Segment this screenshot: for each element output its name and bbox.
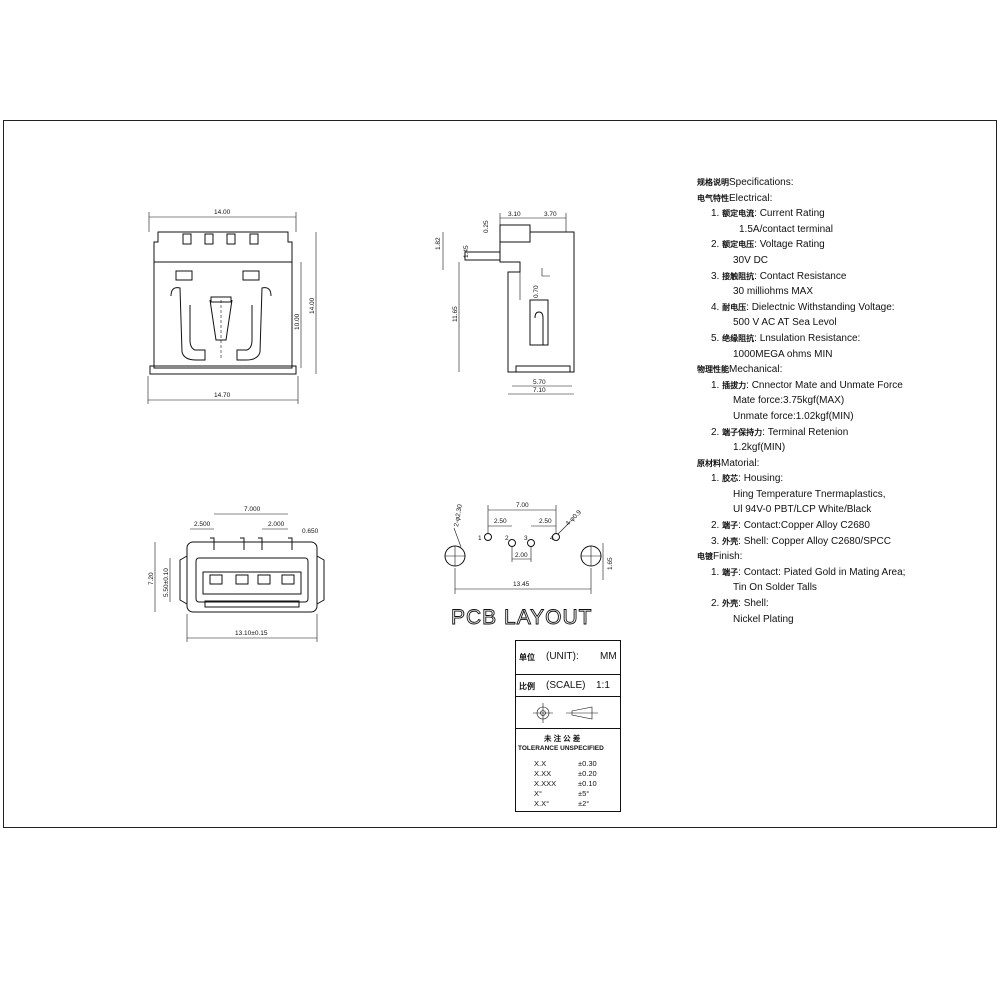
finish-item-1: 1. 端子: Contact: Piated Gold in Mating Ar… [711, 566, 906, 578]
tolerance-val-1: ±0.30 [578, 759, 597, 768]
electrical-item-1: 1. 额定电流: Current Rating [711, 208, 825, 220]
dim-pcb-big-hole: 2-φ2.30 [453, 503, 464, 527]
electrical-item-5-value: 1000MEGA ohms MIN [733, 348, 833, 360]
dim-pcb-700: 7.00 [516, 502, 529, 509]
dim-front-7000: 7.000 [244, 506, 261, 513]
electrical-item-2: 2. 额定电压: Voltage Rating [711, 239, 825, 251]
electrical-item-1-value: 1.5A/contact terminal [739, 223, 833, 235]
material-item-3: 3. 外壳: Shell: Copper Alloy C2680/SPCC [711, 535, 891, 547]
projection-symbol-icon [533, 703, 598, 723]
dim-front-2000: 2.000 [268, 521, 285, 528]
mechanical-item-1: 1. 插拔力: Cnnector Mate and Unmate Force [711, 379, 903, 391]
specs-heading: 规格说明Specifications: [697, 177, 794, 188]
electrical-item-2-value: 30V DC [733, 254, 769, 266]
mechanical-item-1-value-2: Unmate force:1.02kgf(MIN) [733, 410, 854, 422]
pcb-layout-view: 1 2 3 4 7.00 2.50 2.50 2.00 13.45 1.65 2… [444, 502, 614, 629]
dim-side-025: 0.25 [483, 220, 490, 233]
dim-side-145: 1.45 [463, 245, 470, 258]
tolerance-cn-title: 未 注 公 差 [544, 734, 581, 743]
tolerance-title: TOLERANCE UNSPECIFIED [518, 745, 604, 752]
tolerance-fmt-2: X.XX [534, 769, 552, 778]
finish-item-2-value: Nickel Plating [733, 613, 794, 625]
material-item-2: 2. 端子: Contact:Copper Alloy C2680 [711, 520, 870, 532]
material-item-1-value-1: Hing Temperature Tnermaplastics, [733, 488, 886, 500]
projection-row [516, 697, 620, 729]
mechanical-item-1-value-1: Mate force:3.75kgf(MAX) [733, 395, 845, 407]
tolerance-val-4: ±5° [578, 789, 590, 798]
mechanical-item-2: 2. 端子保持力: Terminal Retenion [711, 426, 849, 438]
dim-body-height-inner: 10.00 [294, 313, 301, 330]
dim-side-1165: 11.65 [452, 306, 459, 322]
tolerance-fmt-1: X.X [534, 759, 547, 768]
finish-item-1-value: Tin On Solder Talls [733, 582, 817, 594]
dim-side-070: 0.70 [533, 285, 540, 298]
specifications-panel: 规格说明Specifications: 电气特性Electrical: 1. 额… [697, 175, 987, 627]
electrical-item-5: 5. 绝缘阻抗: Lnsulation Resistance: [711, 332, 861, 344]
tolerance-fmt-4: X° [534, 789, 543, 798]
material-item-1-value-2: Ul 94V-0 PBT/LCP White/Black [733, 504, 872, 516]
dim-front-720: 7.20 [148, 572, 155, 585]
pcb-layout-title: PCB LAYOUT [451, 606, 592, 629]
dim-front-550: 5.50±0.10 [163, 568, 170, 597]
tolerance-val-2: ±0.20 [578, 769, 597, 778]
finish-heading: 电镀Finish: [697, 551, 743, 563]
pin-4-label: 4 [550, 535, 554, 542]
dim-pcb-165: 1.65 [607, 557, 614, 570]
dim-side-310: 3.10 [508, 211, 521, 218]
dim-top-width: 14.00 [214, 209, 231, 216]
dim-pcb-250b: 2.50 [539, 518, 552, 525]
dim-side-710: 7.10 [533, 387, 546, 394]
title-block: 单位 (UNIT): MM 比例 (SCALE) 1:1 未 注 公 差 TOL… [515, 640, 621, 812]
electrical-item-4-value: 500 V AC AT Sea Levol [733, 317, 837, 329]
top-view: 14.00 14.70 10.00 14.00 [147, 209, 317, 404]
dim-side-570: 5.70 [533, 379, 546, 386]
dim-front-0650: 0.650 [302, 528, 319, 535]
electrical-item-4: 4. 耐电压: Dielectnic Withstanding Voltage: [711, 301, 895, 313]
dim-pcb-small-hole: 4-φ0.9 [564, 509, 583, 528]
drawing-sheet-border [3, 120, 997, 828]
dim-side-182: 1.82 [435, 237, 442, 250]
tolerance-fmt-3: X.XXX [534, 779, 557, 788]
dim-front-2500: 2.500 [194, 521, 211, 528]
tolerance-fmt-5: X.X° [534, 799, 550, 808]
pin-2-label: 2 [505, 535, 509, 542]
electrical-item-3-value: 30 milliohms MAX [733, 286, 814, 298]
scale-row: 比例 (SCALE) 1:1 [516, 675, 620, 697]
tolerance-val-5: ±2° [578, 799, 590, 808]
dim-pcb-200: 2.00 [515, 552, 528, 559]
mechanical-item-2-value: 1.2kgf(MIN) [733, 442, 786, 454]
dim-body-height-outer: 14.00 [309, 297, 316, 314]
tolerance-val-3: ±0.10 [578, 779, 597, 788]
electrical-item-3: 3. 接触阻抗: Contact Resistance [711, 270, 847, 282]
side-view: 3.10 3.70 0.25 1.82 1.45 0.70 11.65 5.70… [435, 211, 575, 395]
dim-side-370: 3.70 [544, 211, 557, 218]
material-heading: 原材料Matorial: [697, 457, 760, 469]
mechanical-heading: 物理性能Mechanical: [697, 364, 783, 376]
finish-item-2: 2. 外壳: Shell: [711, 598, 769, 610]
dim-pcb-250a: 2.50 [494, 518, 507, 525]
pin-1-label: 1 [478, 535, 482, 542]
material-item-1: 1. 胶芯: Housing: [711, 473, 784, 485]
dim-front-1310: 13.10±0.15 [235, 630, 268, 637]
unit-row: 单位 (UNIT): MM [516, 641, 620, 675]
pin-3-label: 3 [524, 535, 528, 542]
front-view: 2.500 7.000 2.000 0.650 7.20 5.50±0.10 1… [148, 506, 325, 642]
dim-pcb-1345: 13.45 [513, 581, 530, 588]
dim-base-width: 14.70 [214, 392, 231, 399]
electrical-heading: 电气特性Electrical: [697, 192, 773, 204]
